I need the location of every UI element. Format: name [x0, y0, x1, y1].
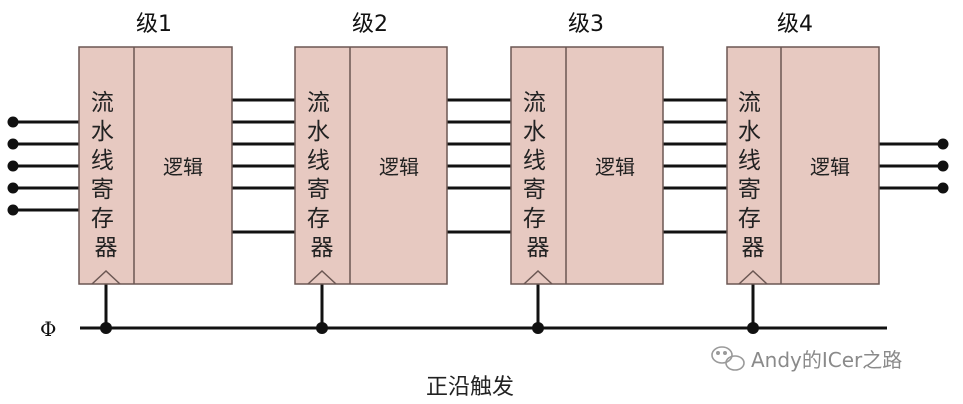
clock-junction	[747, 322, 759, 334]
register-char: 流	[523, 90, 546, 116]
stage-label: 级4	[777, 12, 813, 37]
register-text: 流 水 线 寄 存 器	[738, 90, 768, 261]
clock-edge-icon	[307, 269, 337, 285]
register-char: 线	[738, 148, 761, 174]
bus-stage1-stage2	[232, 98, 295, 234]
input-terminal	[7, 160, 19, 172]
register-text: 流 水 线 寄 存 器	[307, 90, 337, 261]
stage-4: 级4 流 水 线 寄 存 器 逻辑	[726, 12, 880, 285]
register-char: 水	[307, 119, 330, 145]
stage-block	[78, 46, 233, 285]
clock-line	[80, 284, 887, 330]
register-char: 器	[95, 235, 118, 261]
stage-1: 级1 流 水 线 寄 存 器 逻辑	[78, 12, 233, 285]
input-terminal	[7, 138, 19, 150]
bus-stage2-stage3	[447, 98, 511, 234]
register-char: 线	[307, 148, 330, 174]
register-char: 存	[91, 206, 114, 232]
clock-junctions	[100, 322, 759, 334]
register-char: 寄	[91, 177, 114, 203]
register-char: 存	[307, 206, 330, 232]
clock-edge-icon	[523, 269, 553, 285]
logic-text: 逻辑	[163, 155, 203, 179]
stage-label: 级2	[352, 12, 388, 37]
watermark-text: Andy的ICer之路	[751, 348, 902, 372]
input-terminal	[7, 116, 19, 128]
register-char: 器	[527, 235, 550, 261]
register-char: 寄	[523, 177, 546, 203]
logic-text: 逻辑	[379, 155, 419, 179]
input-terminal	[7, 182, 19, 194]
register-char: 水	[523, 119, 546, 145]
register-char: 线	[91, 148, 114, 174]
stage-block	[294, 46, 448, 285]
register-char: 水	[91, 119, 114, 145]
register-char: 存	[738, 206, 761, 232]
register-char: 器	[742, 235, 765, 261]
register-char: 线	[523, 148, 546, 174]
input-bus	[14, 120, 79, 212]
register-char: 存	[523, 206, 546, 232]
stage-block	[726, 46, 880, 285]
stage-label: 级3	[568, 12, 604, 37]
clock-junction	[532, 322, 544, 334]
caption: 正沿触发	[426, 375, 514, 400]
register-char: 流	[91, 90, 114, 116]
clock-junction	[100, 322, 112, 334]
clock-edge-icon	[738, 269, 768, 285]
output-terminals	[937, 138, 949, 194]
clock-junction	[316, 322, 328, 334]
register-char: 水	[738, 119, 761, 145]
input-terminals	[7, 116, 19, 216]
register-char: 寄	[307, 177, 330, 203]
register-text: 流 水 线 寄 存 器	[91, 90, 121, 261]
logic-text: 逻辑	[810, 155, 850, 179]
bus-stage3-stage4	[663, 98, 727, 234]
output-terminal	[937, 138, 949, 150]
logic-text: 逻辑	[595, 155, 635, 179]
register-char: 流	[307, 90, 330, 116]
output-bus	[879, 142, 942, 190]
clock-label: Φ	[40, 317, 56, 341]
watermark: Andy的ICer之路	[711, 346, 902, 372]
stage-2: 级2 流 水 线 寄 存 器 逻辑	[294, 12, 448, 285]
stage-block	[510, 46, 664, 285]
register-char: 寄	[738, 177, 761, 203]
register-char: 流	[738, 90, 761, 116]
output-terminal	[937, 160, 949, 172]
wechat-icon	[711, 346, 745, 371]
stage-3: 级3 流 水 线 寄 存 器 逻辑	[510, 12, 664, 285]
register-text: 流 水 线 寄 存 器	[523, 90, 553, 261]
input-terminal	[7, 204, 19, 216]
stage-label: 级1	[136, 12, 172, 37]
output-terminal	[937, 182, 949, 194]
register-char: 器	[311, 235, 334, 261]
clock-edge-icon	[91, 269, 121, 285]
